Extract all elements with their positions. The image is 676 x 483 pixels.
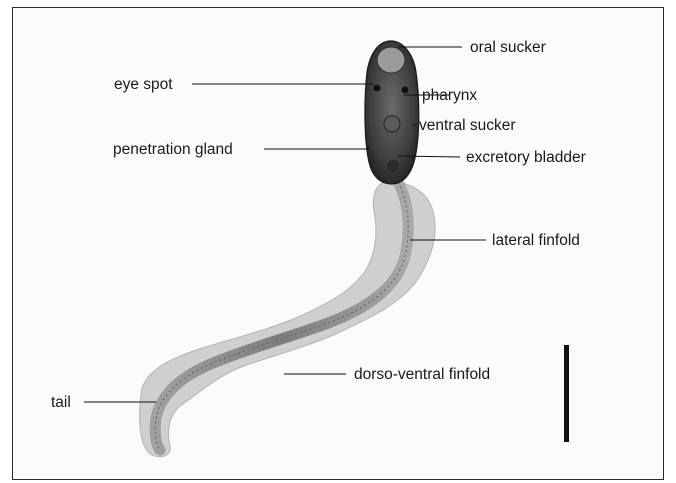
label-dorso-ventral-finfold: dorso-ventral finfold	[354, 366, 490, 383]
scale-bar	[564, 345, 569, 442]
ventral-sucker-shape	[384, 116, 400, 132]
label-lateral-finfold: lateral finfold	[492, 232, 580, 249]
label-pharynx: pharynx	[422, 87, 477, 104]
label-oral-sucker: oral sucker	[470, 39, 546, 56]
excretory-bladder-shape	[387, 160, 399, 172]
label-ventral-sucker: ventral sucker	[419, 117, 515, 134]
eye-spot-left	[374, 85, 381, 92]
label-excretory-bladder: excretory bladder	[466, 149, 586, 166]
label-tail: tail	[51, 394, 71, 411]
finfold-membrane	[140, 182, 436, 457]
label-penetration-gland: penetration gland	[113, 141, 233, 158]
oral-sucker-shape	[377, 47, 405, 73]
label-eye-spot: eye spot	[114, 76, 173, 93]
eye-spot-right	[402, 87, 409, 94]
